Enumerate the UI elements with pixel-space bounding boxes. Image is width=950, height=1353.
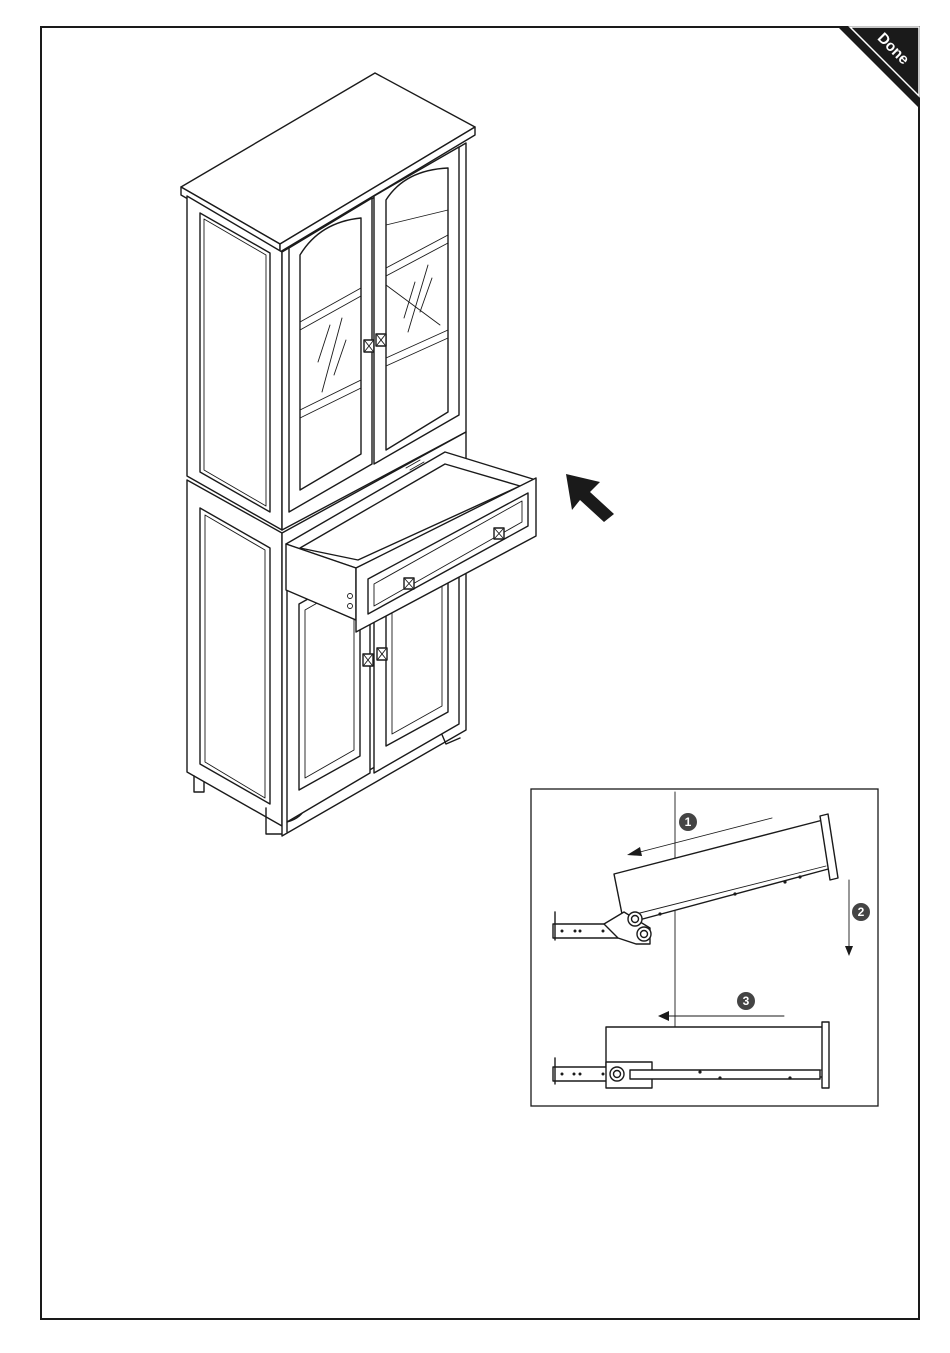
step-badge-1: 1: [679, 813, 697, 831]
knob-icon: [364, 340, 374, 352]
knob-icon: [404, 578, 414, 589]
step-number: 3: [743, 994, 750, 1008]
knob-icon: [376, 334, 386, 346]
push-arrow-icon: [566, 474, 614, 522]
step-badge-3: 3: [737, 992, 755, 1010]
done-corner-badge: Done: [838, 27, 919, 108]
slide-installation-detail: 1 2 3: [531, 789, 878, 1106]
knob-icon: [377, 648, 387, 660]
knob-icon: [494, 528, 504, 539]
upper-left-glass-door: [289, 198, 374, 512]
upper-right-glass-door: [374, 147, 459, 464]
knob-icon: [363, 654, 373, 666]
upper-side-panel: [187, 196, 282, 530]
cabinet-illustration: [181, 73, 536, 836]
lower-side-panel: [187, 480, 282, 834]
step-number: 1: [685, 815, 692, 829]
page-border: [41, 27, 919, 1319]
step-badge-2: 2: [852, 903, 870, 921]
step-number: 2: [858, 905, 865, 919]
